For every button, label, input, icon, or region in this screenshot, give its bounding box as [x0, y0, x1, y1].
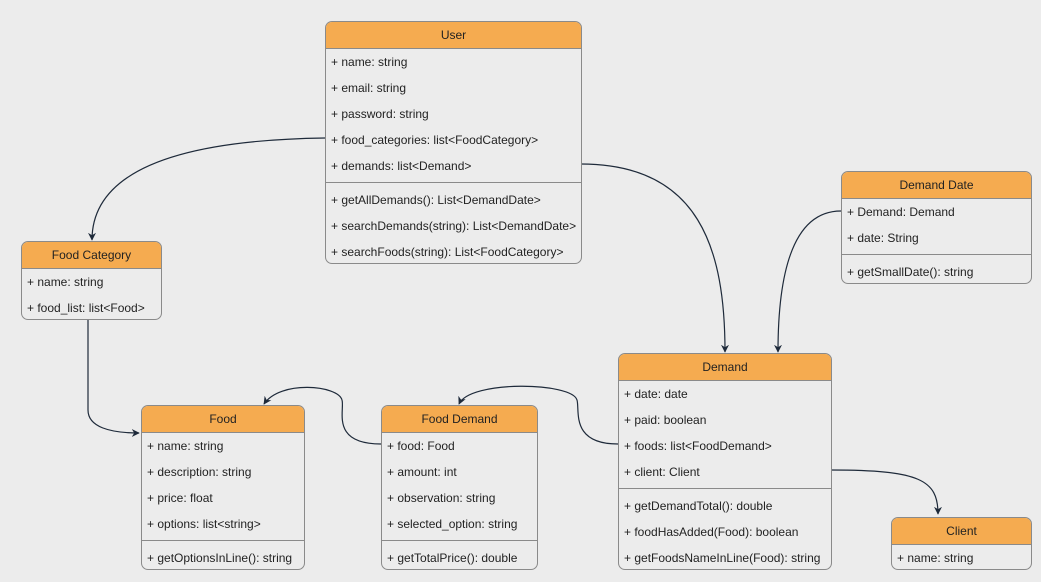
class-header: Demand	[619, 354, 831, 381]
method: + getAllDemands(): List<DemandDate>	[331, 193, 541, 207]
edge-demand-date-to-demand	[774, 210, 842, 353]
attribute: + name: string	[27, 275, 104, 289]
attribute: + options: list<string>	[147, 517, 261, 531]
attribute: + price: float	[147, 491, 213, 505]
class-user[interactable]: User + name: string + email: string + pa…	[325, 21, 582, 264]
method: + searchDemands(string): List<DemandDate…	[331, 219, 577, 233]
attribute: + amount: int	[387, 465, 457, 479]
method: + getTotalPrice(): double	[387, 551, 518, 565]
attribute: + name: string	[897, 551, 974, 565]
method: + getSmallDate(): string	[847, 265, 974, 279]
class-header: Food	[142, 406, 304, 433]
class-header: Demand Date	[842, 172, 1031, 199]
edge-demand-to-food-demand	[458, 385, 619, 445]
attribute: + date: date	[624, 387, 688, 401]
divider	[326, 182, 581, 183]
class-demand[interactable]: Demand + date: date + paid: boolean + fo…	[618, 353, 832, 570]
attribute: + date: String	[847, 231, 919, 245]
class-header: User	[326, 22, 581, 49]
class-food-category[interactable]: Food Category + name: string + food_list…	[21, 241, 162, 320]
method: + getDemandTotal(): double	[624, 499, 773, 513]
attribute: + name: string	[331, 55, 408, 69]
attribute: + paid: boolean	[624, 413, 707, 427]
divider	[619, 488, 831, 489]
class-demand-date[interactable]: Demand Date + Demand: Demand + date: Str…	[841, 171, 1032, 284]
divider	[382, 540, 537, 541]
divider	[142, 540, 304, 541]
edge-user-to-demand	[580, 163, 729, 353]
attribute: + foods: list<FoodDemand>	[624, 439, 772, 453]
attribute: + password: string	[331, 107, 429, 121]
class-food-demand[interactable]: Food Demand + food: Food + amount: int +…	[381, 405, 538, 570]
method: + foodHasAdded(Food): boolean	[624, 525, 799, 539]
attribute: + food_list: list<Food>	[27, 301, 145, 315]
attribute: + email: string	[331, 81, 407, 95]
class-food[interactable]: Food + name: string + description: strin…	[141, 405, 305, 570]
attribute: + name: string	[147, 439, 224, 453]
attribute: + selected_option: string	[387, 517, 518, 531]
attribute: + demands: list<Demand>	[331, 159, 472, 173]
edge-food-category-to-food	[87, 319, 140, 437]
edge-food-demand-to-food	[263, 386, 382, 445]
method: + getFoodsNameInLine(Food): string	[624, 551, 821, 565]
attribute: + description: string	[147, 465, 252, 479]
attribute: + food_categories: list<FoodCategory>	[331, 133, 539, 147]
attribute: + observation: string	[387, 491, 496, 505]
class-header: Food Category	[22, 242, 161, 269]
attribute: + client: Client	[624, 465, 700, 479]
class-header: Client	[892, 518, 1031, 545]
method: + getOptionsInLine(): string	[147, 551, 293, 565]
attribute: + Demand: Demand	[847, 205, 955, 219]
edge-demand-to-client	[830, 469, 942, 515]
divider	[842, 254, 1031, 255]
attribute: + food: Food	[387, 439, 455, 453]
class-header: Food Demand	[382, 406, 537, 433]
class-client[interactable]: Client + name: string	[891, 517, 1032, 570]
method: + searchFoods(string): List<FoodCategory…	[331, 245, 564, 259]
edge-user-to-food-category	[88, 137, 326, 241]
